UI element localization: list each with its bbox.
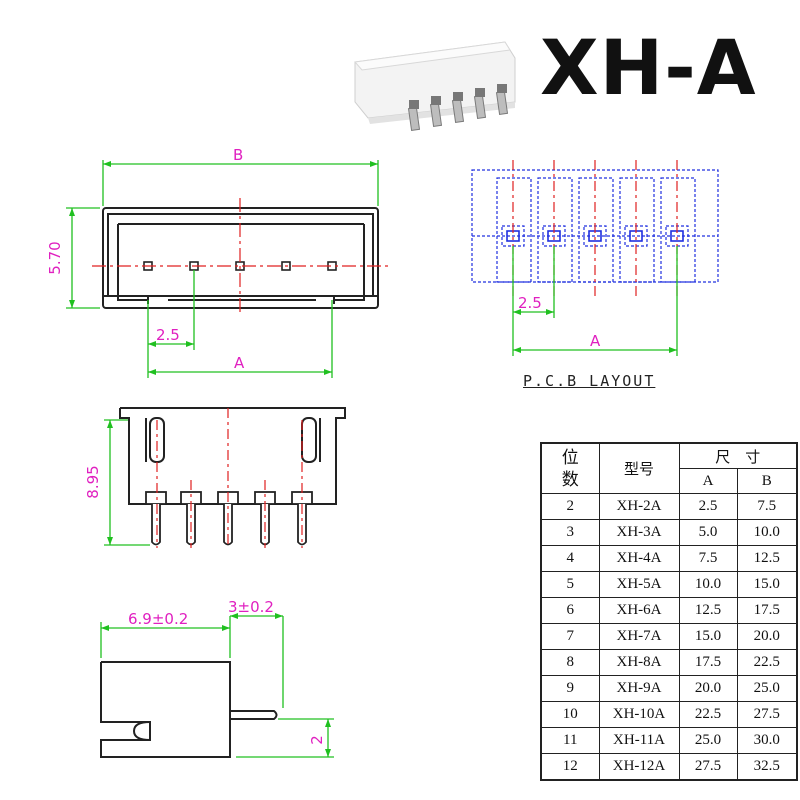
row-b: 27.5: [736, 701, 798, 728]
header-position: 位 数: [540, 442, 600, 494]
dim-pcb-a: A: [590, 332, 601, 350]
dim-front-pitch: 2.5: [156, 326, 180, 344]
side-view: 6.9±0.2 3±0.2 2: [100, 598, 334, 758]
row-position: 3: [540, 519, 600, 546]
header-a: A: [678, 468, 738, 494]
row-a: 25.0: [678, 727, 738, 754]
dim-front-b: B: [233, 146, 243, 164]
row-position: 12: [540, 753, 600, 781]
row-position: 7: [540, 623, 600, 650]
row-b: 32.5: [736, 753, 798, 781]
row-b: 7.5: [736, 493, 798, 520]
back-pins: [145, 491, 313, 546]
back-view: 8.95: [84, 407, 346, 548]
dim-pcb-pitch: 2.5: [518, 294, 542, 312]
row-b: 20.0: [736, 623, 798, 650]
row-a: 10.0: [678, 571, 738, 598]
header-b: B: [736, 468, 798, 494]
row-b: 17.5: [736, 597, 798, 624]
row-a: 5.0: [678, 519, 738, 546]
row-a: 7.5: [678, 545, 738, 572]
row-model: XH-8A: [598, 649, 680, 676]
row-a: 15.0: [678, 623, 738, 650]
page-title: XH-A: [540, 23, 757, 112]
dim-front-height: 5.70: [46, 241, 64, 274]
row-a: 17.5: [678, 649, 738, 676]
pcb-layout-view: 2.5 A: [471, 160, 719, 356]
row-model: XH-10A: [598, 701, 680, 728]
row-position: 8: [540, 649, 600, 676]
row-a: 20.0: [678, 675, 738, 702]
row-b: 25.0: [736, 675, 798, 702]
dim-side-height: 8.95: [84, 465, 102, 498]
dim-front-a: A: [234, 354, 245, 372]
dim-side-pin: 3±0.2: [228, 598, 274, 616]
header-model: 型号: [598, 442, 680, 494]
pcb-layout-label: P.C.B LAYOUT: [523, 372, 656, 390]
row-a: 2.5: [678, 493, 738, 520]
row-model: XH-3A: [598, 519, 680, 546]
row-b: 15.0: [736, 571, 798, 598]
header-size: 尺 寸: [678, 442, 798, 469]
row-model: XH-11A: [598, 727, 680, 754]
connector-photo: [354, 41, 516, 132]
row-model: XH-2A: [598, 493, 680, 520]
row-position: 4: [540, 545, 600, 572]
row-a: 22.5: [678, 701, 738, 728]
row-b: 10.0: [736, 519, 798, 546]
row-b: 30.0: [736, 727, 798, 754]
row-model: XH-7A: [598, 623, 680, 650]
row-a: 12.5: [678, 597, 738, 624]
row-position: 6: [540, 597, 600, 624]
row-a: 27.5: [678, 753, 738, 781]
row-position: 9: [540, 675, 600, 702]
row-position: 10: [540, 701, 600, 728]
row-model: XH-12A: [598, 753, 680, 781]
front-view: B 5.70 2.5 A: [46, 146, 392, 378]
dim-side-depth: 6.9±0.2: [128, 610, 188, 628]
row-model: XH-9A: [598, 675, 680, 702]
row-model: XH-6A: [598, 597, 680, 624]
row-model: XH-4A: [598, 545, 680, 572]
row-position: 11: [540, 727, 600, 754]
row-b: 22.5: [736, 649, 798, 676]
dim-side-thick: 2: [308, 735, 326, 745]
row-b: 12.5: [736, 545, 798, 572]
row-position: 5: [540, 571, 600, 598]
row-position: 2: [540, 493, 600, 520]
row-model: XH-5A: [598, 571, 680, 598]
